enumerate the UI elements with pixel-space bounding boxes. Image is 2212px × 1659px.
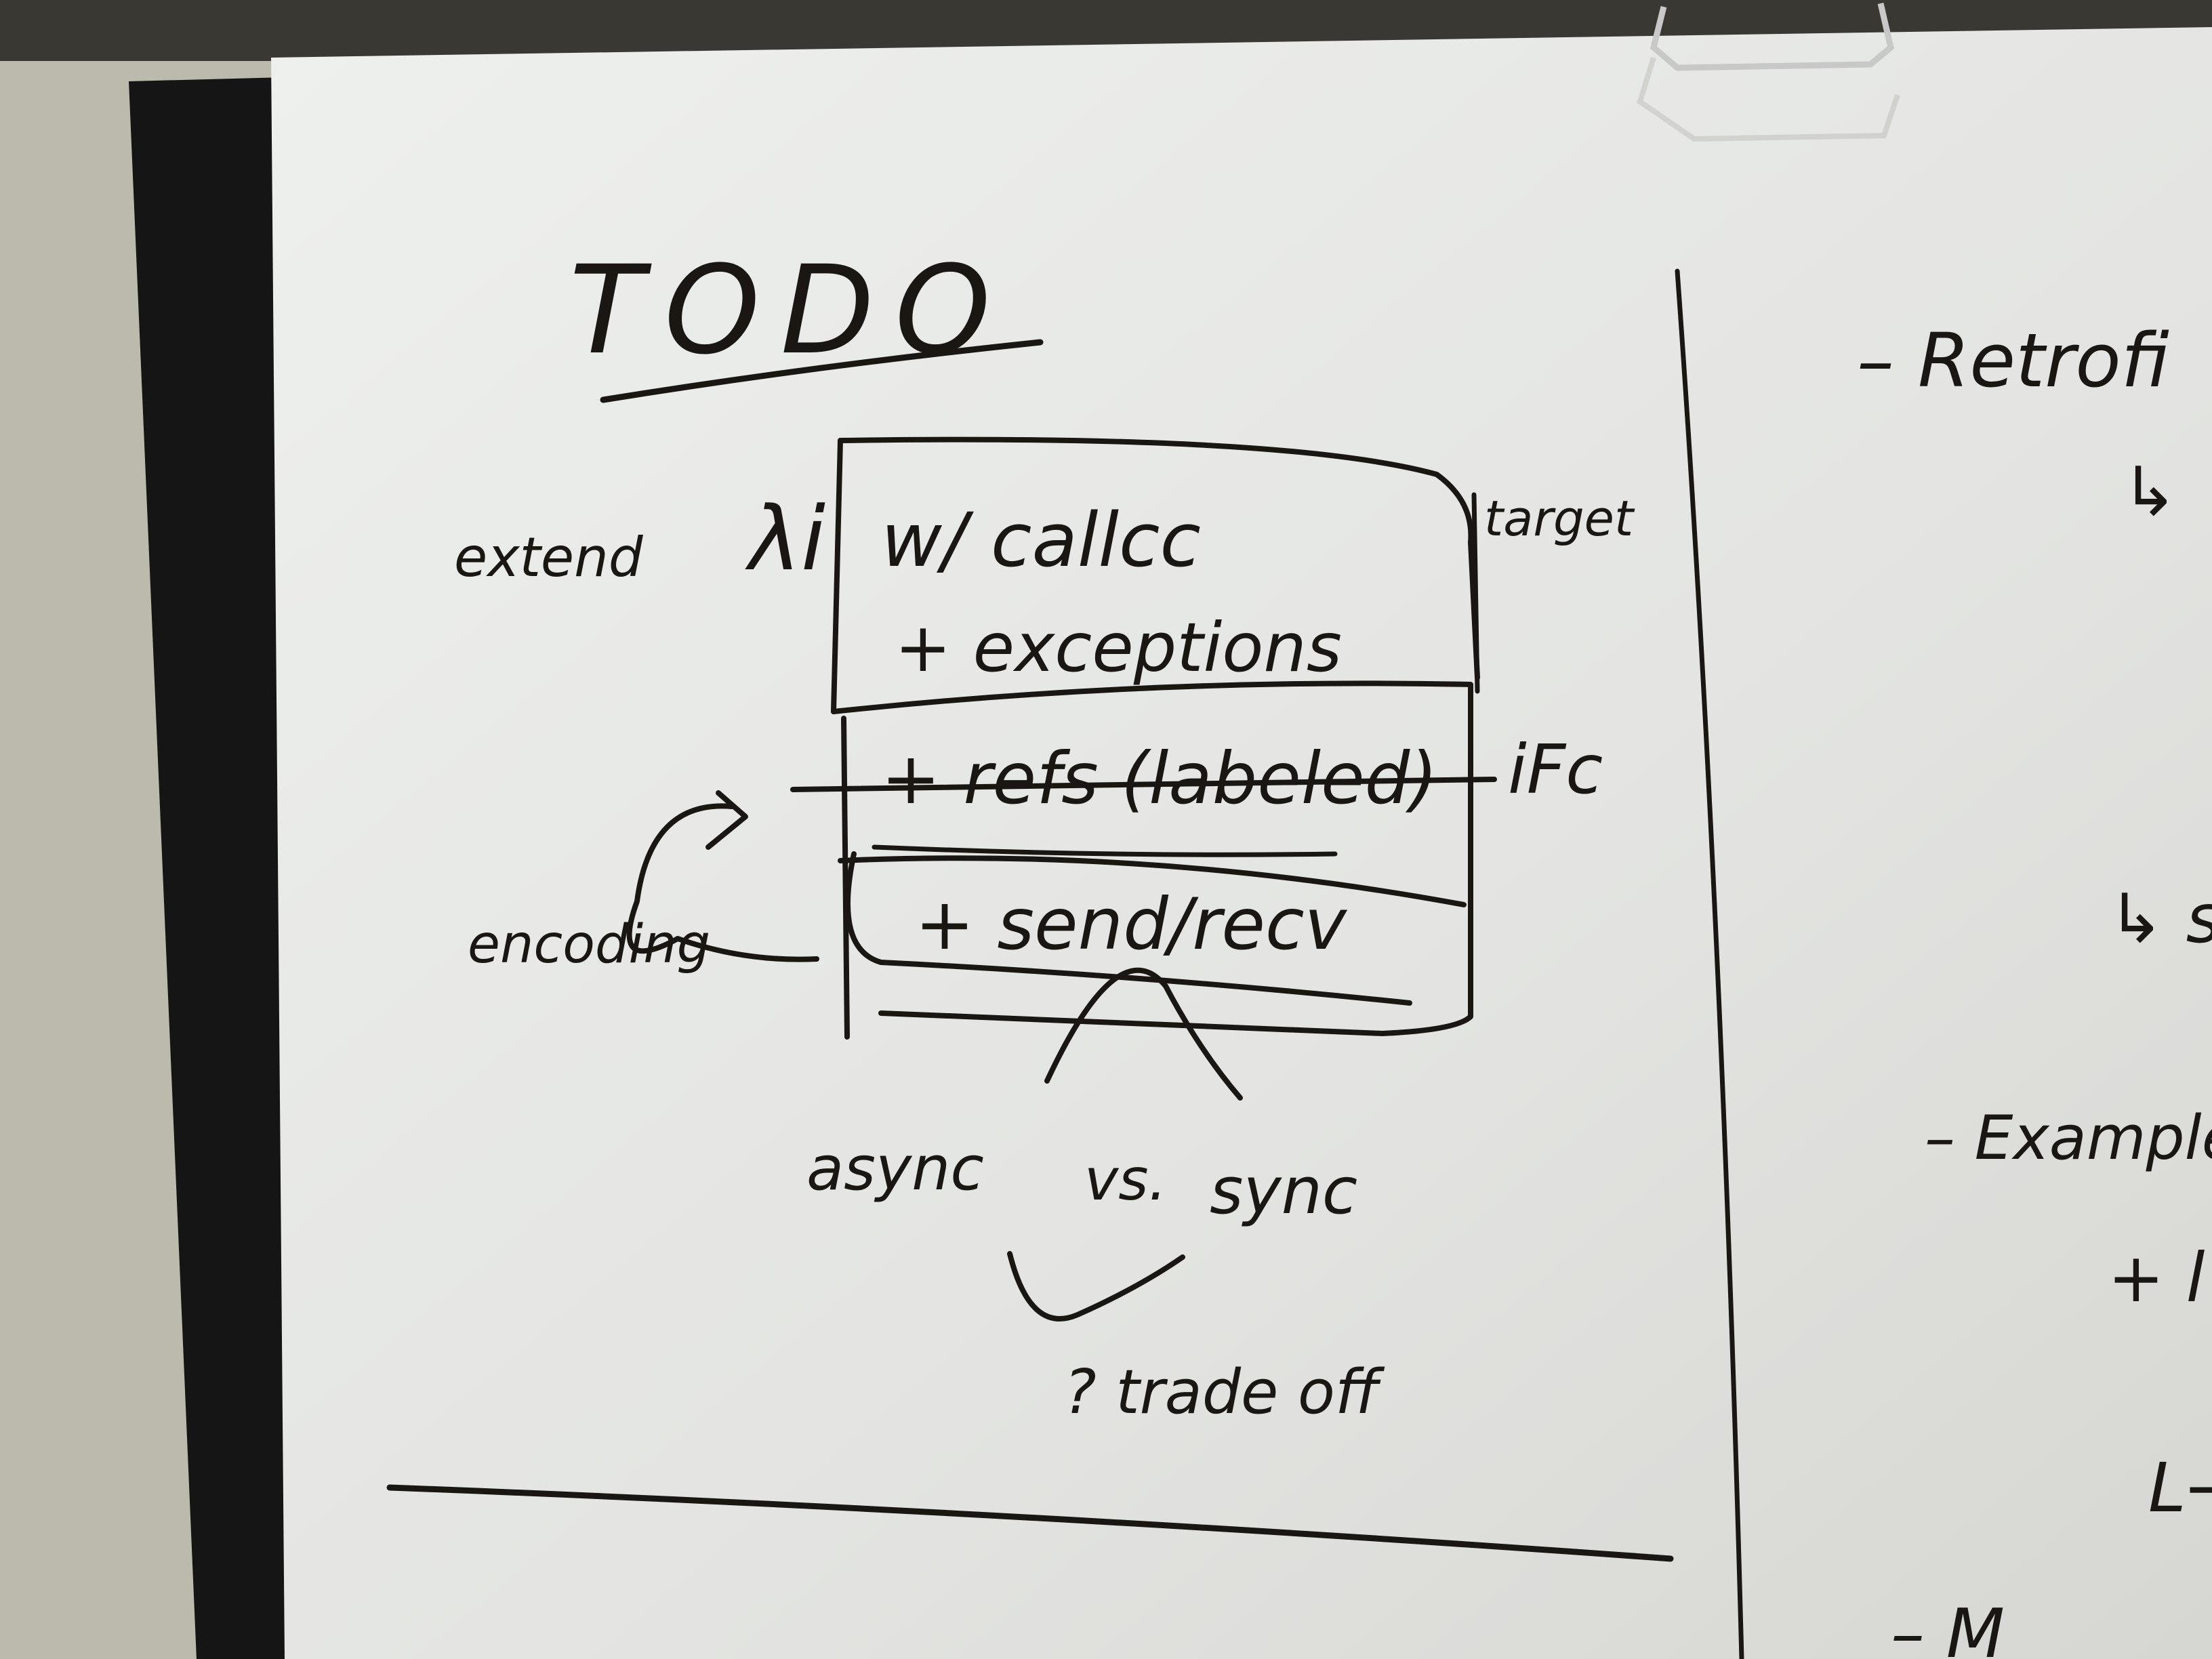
refs-underline [872, 844, 1338, 857]
checkmark [1007, 1251, 1185, 1322]
box-line-sendrecv: + send/recv [915, 883, 1348, 966]
box-line-callcc: w/ callcc [881, 497, 1201, 583]
binder-clip [1637, 2, 1900, 142]
box-line-exceptions: + exceptions [895, 608, 1342, 687]
right-sub-3: L→ [2148, 1448, 2212, 1528]
note-encoding: encoding [468, 914, 710, 975]
right-item-retrofit: – Retrofi [1857, 317, 2169, 404]
label-sync: sync [1210, 1154, 1357, 1229]
note-lambda: λi [745, 487, 825, 590]
refs-strikethrough [790, 777, 1497, 792]
note-target: target [1484, 490, 1635, 547]
note-extend: extend [454, 526, 644, 589]
note-ifc: iFc [1508, 730, 1603, 809]
todo-box [831, 436, 1480, 1040]
encoding-arrowhead [705, 790, 748, 850]
encoding-arrow [626, 803, 819, 962]
bottom-divider [386, 1484, 1674, 1562]
label-vs: vs. [1084, 1147, 1167, 1214]
label-async: async [806, 1133, 984, 1204]
right-plus: + l [2108, 1238, 2205, 1317]
box-line-refs: + refs (labeled) [881, 737, 1437, 820]
title-underline [600, 339, 1044, 403]
right-sub-2: ↳ s [2108, 879, 2212, 958]
tradeoff-hump [1044, 967, 1243, 1101]
right-sub-1: ↳ [2121, 452, 2178, 531]
label-tradeoff: ? trade off [1064, 1357, 1385, 1428]
right-item-m: – M [1891, 1594, 2005, 1659]
column-divider [1675, 268, 1744, 1659]
todo-title: TODO [569, 240, 1011, 382]
right-item-example: – Example [1925, 1103, 2212, 1174]
